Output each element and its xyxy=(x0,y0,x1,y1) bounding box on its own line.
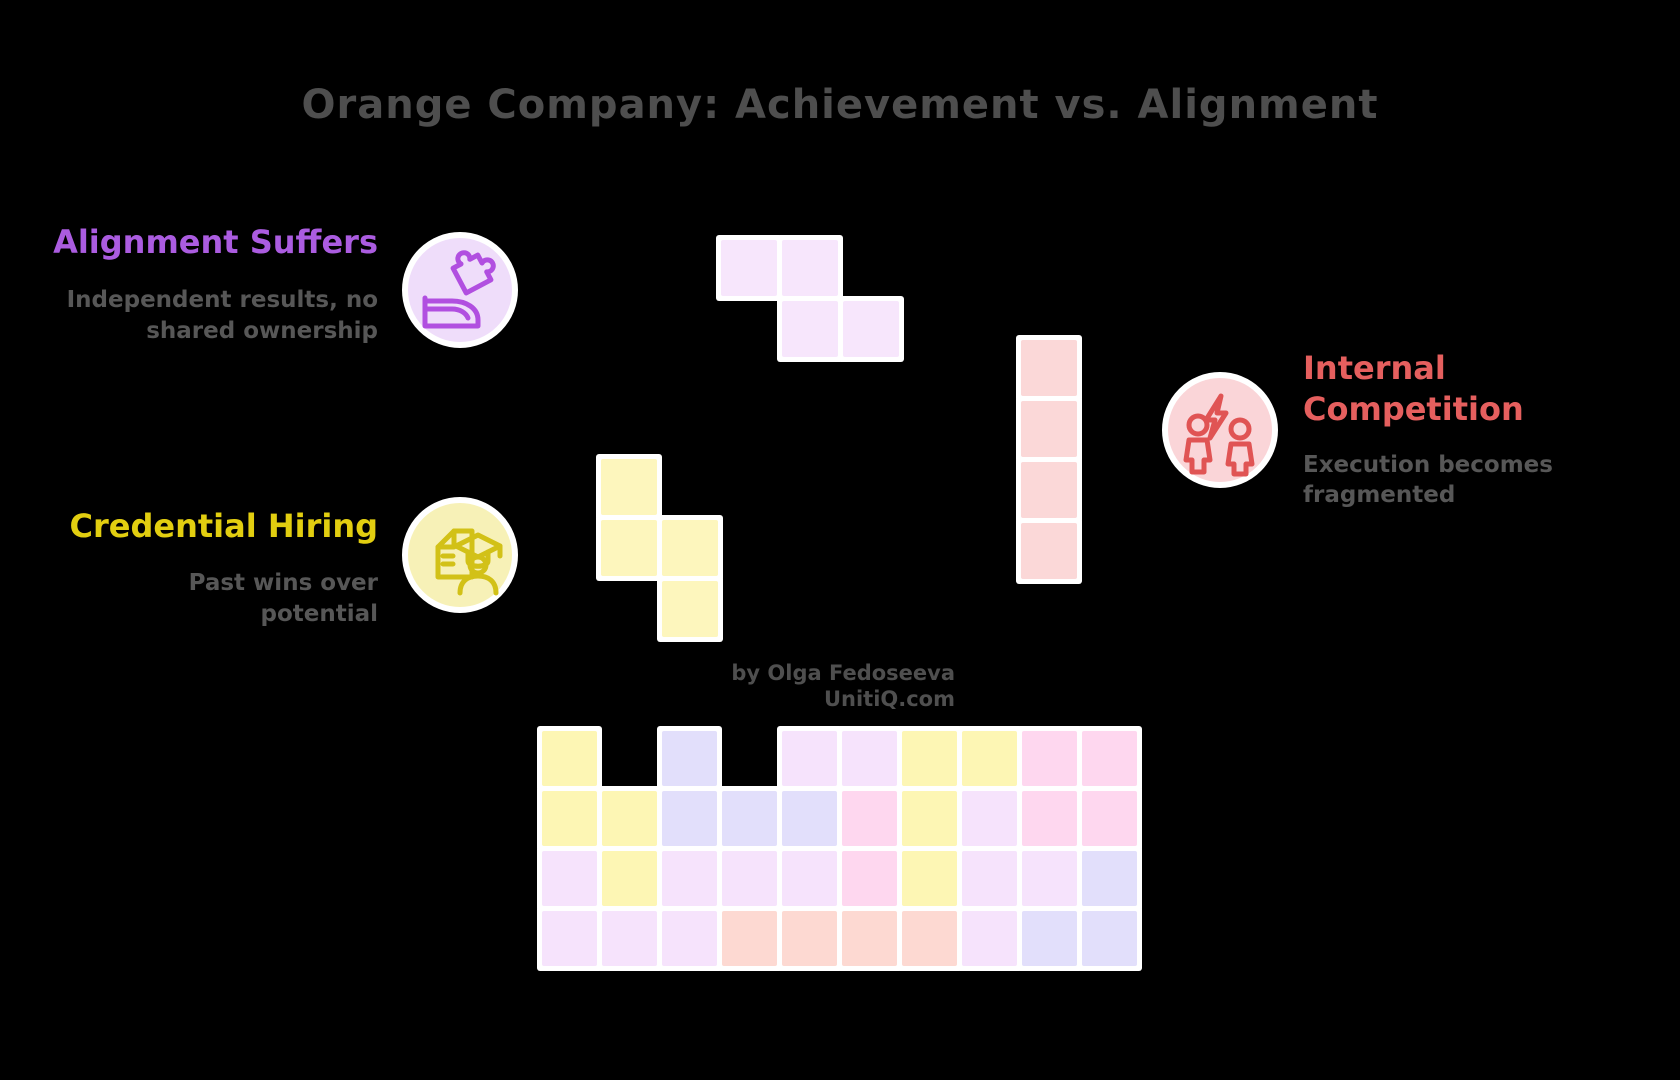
tetris-cell xyxy=(782,851,837,906)
tetris-cell xyxy=(902,911,957,966)
tetris-cell xyxy=(722,911,777,966)
tetris-cell xyxy=(782,791,837,846)
graduate-head xyxy=(467,554,489,576)
left-person-head xyxy=(1186,413,1210,437)
tetris-cell xyxy=(1022,851,1077,906)
tetris-cell xyxy=(962,851,1017,906)
tetris-cell xyxy=(842,851,897,906)
tetris-cell xyxy=(722,791,777,846)
right-person-body xyxy=(1225,441,1255,477)
internal-competition-icon-circle xyxy=(1162,372,1278,488)
tetris-cell xyxy=(1022,791,1077,846)
tetris-cell xyxy=(1082,731,1137,786)
hand-inner-line xyxy=(422,306,471,321)
document-and-graduate-icon xyxy=(435,528,503,596)
hand-holding-puzzle-icon xyxy=(422,250,496,329)
tetris-cell xyxy=(602,851,657,906)
tetris-cell xyxy=(662,791,717,846)
attribution: by Olga Fedoseeva UnitiQ.com xyxy=(731,661,955,711)
tetris-cell xyxy=(782,911,837,966)
tetris-cell xyxy=(601,520,657,576)
tetris-cell xyxy=(782,731,837,786)
alignment-suffers-description: Independent results, no shared ownership xyxy=(66,287,378,344)
tetris-cell xyxy=(842,911,897,966)
tetris-cell xyxy=(902,731,957,786)
tetris-cell xyxy=(1082,911,1137,966)
puzzle-piece-shape xyxy=(450,250,496,296)
hand-holding-puzzle-strokes xyxy=(422,250,496,329)
cap-band xyxy=(465,549,491,569)
left-person-body xyxy=(1183,437,1213,475)
tetris-cell xyxy=(722,851,777,906)
tetris-cell xyxy=(1021,401,1077,457)
tetris-cell xyxy=(542,911,597,966)
tetris-cell xyxy=(1022,911,1077,966)
page-title: Orange Company: Achievement vs. Alignmen… xyxy=(301,82,1379,128)
hand-shape xyxy=(422,295,481,329)
tetris-cell xyxy=(902,851,957,906)
tetris-cell xyxy=(962,911,1017,966)
tetris-cell xyxy=(601,459,657,515)
credential-hiring-description: Past wins over potential xyxy=(188,570,378,627)
right-person-head xyxy=(1228,417,1252,441)
tetris-cell xyxy=(782,240,838,296)
alignment-suffers-heading: Alignment Suffers xyxy=(53,223,378,261)
tetris-cell xyxy=(902,791,957,846)
graduation-cap xyxy=(453,532,503,560)
tetris-cell xyxy=(662,851,717,906)
tetris-cell xyxy=(721,240,777,296)
tetris-cell xyxy=(1021,462,1077,518)
two-people-lightning-strokes xyxy=(1183,393,1255,477)
tetris-cell xyxy=(662,520,718,576)
tetris-cell xyxy=(842,791,897,846)
tetris-cell xyxy=(1082,851,1137,906)
document-lines xyxy=(440,553,456,567)
tetris-cell xyxy=(602,911,657,966)
tetris-cell xyxy=(1022,731,1077,786)
tetris-cell xyxy=(602,791,657,846)
tetris-cell xyxy=(542,851,597,906)
two-people-lightning-icon xyxy=(1183,393,1255,477)
tetris-cell xyxy=(542,791,597,846)
tetris-cell xyxy=(1021,523,1077,579)
internal-competition-description: Execution becomes fragmented xyxy=(1303,452,1553,508)
lightning-bolt xyxy=(1203,393,1229,441)
tetris-cell xyxy=(962,791,1017,846)
tetris-cell xyxy=(1021,340,1077,396)
tetris-cell xyxy=(662,581,718,637)
graduate-shoulders xyxy=(457,573,499,596)
tetris-cell xyxy=(782,301,838,357)
tetris-cell xyxy=(1082,791,1137,846)
internal-competition-heading: Internal Competition xyxy=(1303,349,1524,428)
tetris-cell xyxy=(662,731,717,786)
alignment-suffers-icon-circle xyxy=(402,232,518,348)
tetris-cell xyxy=(962,731,1017,786)
tetris-cell xyxy=(662,911,717,966)
tetris-cell xyxy=(843,301,899,357)
credential-hiring-icon-circle xyxy=(402,497,518,613)
document-and-graduate-strokes xyxy=(435,528,503,596)
tetris-cell xyxy=(842,731,897,786)
credential-hiring-heading: Credential Hiring xyxy=(69,507,378,545)
tetris-cell xyxy=(542,731,597,786)
